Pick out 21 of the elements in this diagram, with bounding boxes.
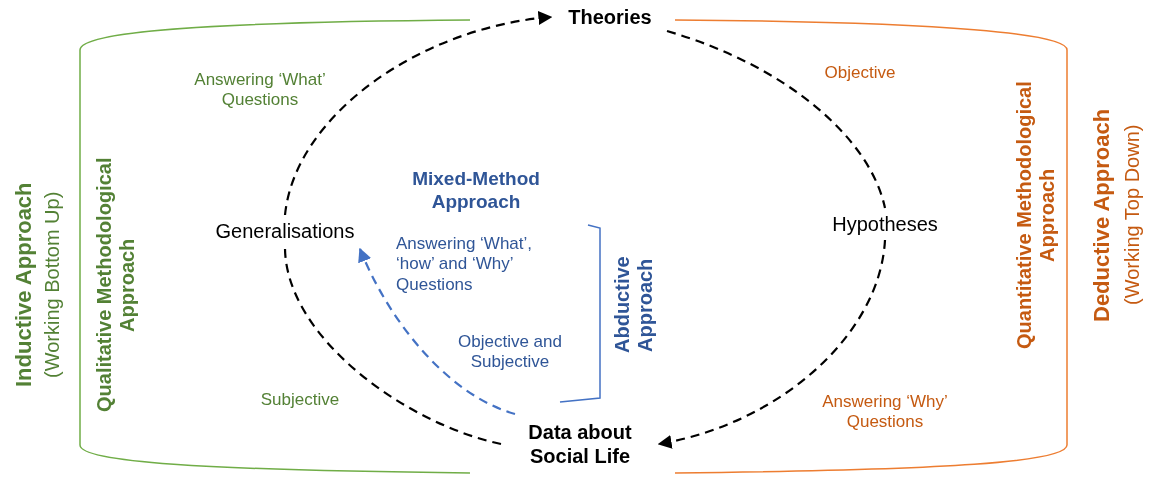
approach-title: Inductive Approach <box>10 181 38 390</box>
method-title: Quantitative Methodological Approach <box>1012 80 1059 351</box>
approach-title: Deductive Approach <box>1088 107 1116 324</box>
note-text: Objective <box>823 63 897 84</box>
note-text: Objective and Subjective <box>457 332 563 373</box>
approach-title: Mixed-Method Approach <box>411 168 541 214</box>
method-title: Qualitative Methodological Approach <box>92 156 139 415</box>
approach-title: Abductive Approach <box>610 255 657 356</box>
arrow <box>358 247 516 416</box>
node-label: Data about Social Life <box>505 420 655 468</box>
note-text: Subjective <box>259 390 341 411</box>
arrow <box>657 239 887 449</box>
arrow <box>283 11 553 216</box>
note-text: Answering ‘Why’ Questions <box>821 392 949 433</box>
node-label: Theories <box>555 5 665 29</box>
note-text: Answering ‘What’ Questions <box>193 70 327 111</box>
node-label: Generalisations <box>195 219 375 243</box>
node-label: Hypotheses <box>815 212 955 236</box>
approach-note: (Working Bottom Up) <box>39 190 64 381</box>
approach-note: (Working Top Down) <box>1119 123 1144 308</box>
note-text: Answering ‘What’, ‘how’ and ‘Why’ Questions <box>396 234 534 296</box>
